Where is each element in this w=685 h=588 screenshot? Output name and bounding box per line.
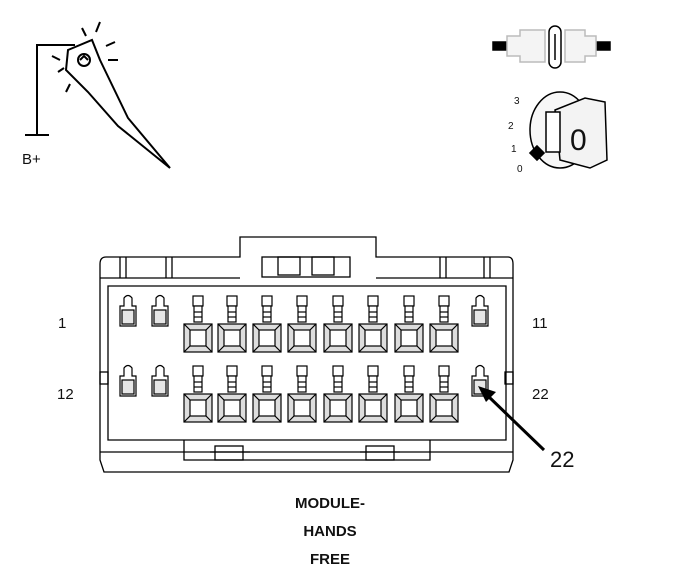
- pin-cavity-r2-c10: [429, 365, 459, 423]
- connector-face-icon: [99, 236, 514, 473]
- ignition-key-icon: [528, 91, 608, 169]
- connector-pins: [119, 294, 489, 423]
- caption-line-1: MODULE-: [295, 495, 365, 512]
- caption-line-3: FREE: [309, 551, 350, 568]
- ignition-pos-2: 2: [508, 121, 514, 132]
- pin-cavity-r2-c9: [394, 365, 424, 423]
- caption-line-2: HANDS: [303, 523, 357, 540]
- pin-cavity-r1-c10: [429, 295, 459, 353]
- pin-label-1: 1: [58, 315, 66, 332]
- pin-label-12: 12: [57, 386, 74, 403]
- pin-cavity-r1-c4: [217, 295, 247, 353]
- module-caption: MODULE- HANDS FREE: [200, 490, 460, 574]
- ignition-pos-0: 0: [517, 164, 523, 175]
- pin-cavity-r1-c8: [358, 295, 388, 353]
- pin-cavity-r1-c3: [183, 295, 213, 353]
- pin-cavity-r2-c5: [252, 365, 282, 423]
- test-light-probe-icon: [25, 21, 171, 169]
- pin-cavity-r2-c7: [323, 365, 353, 423]
- callout-arrow: [478, 386, 546, 452]
- pin-cavity-r2-c1: [119, 364, 137, 397]
- pin-cavity-r1-c11: [471, 294, 489, 327]
- pin-cavity-r1-c5: [252, 295, 282, 353]
- ignition-pos-3: 3: [514, 96, 520, 107]
- pin-cavity-r2-c2: [151, 364, 169, 397]
- callout-label: 22: [550, 447, 574, 472]
- probe-label: B+: [22, 151, 41, 168]
- pin-label-22: 22: [532, 386, 549, 403]
- pin-cavity-r1-c1: [119, 294, 137, 327]
- pin-cavity-r1-c7: [323, 295, 353, 353]
- pin-label-11: 11: [532, 315, 548, 332]
- fuse-icon: [492, 25, 611, 69]
- key-label: 0: [570, 124, 587, 157]
- ignition-pos-1: 1: [511, 144, 517, 155]
- pin-cavity-r1-c9: [394, 295, 424, 353]
- pin-cavity-r2-c4: [217, 365, 247, 423]
- pin-cavity-r2-c8: [358, 365, 388, 423]
- pin-cavity-r1-c6: [287, 295, 317, 353]
- pin-cavity-r2-c3: [183, 365, 213, 423]
- pin-cavity-r2-c6: [287, 365, 317, 423]
- pin-cavity-r1-c2: [151, 294, 169, 327]
